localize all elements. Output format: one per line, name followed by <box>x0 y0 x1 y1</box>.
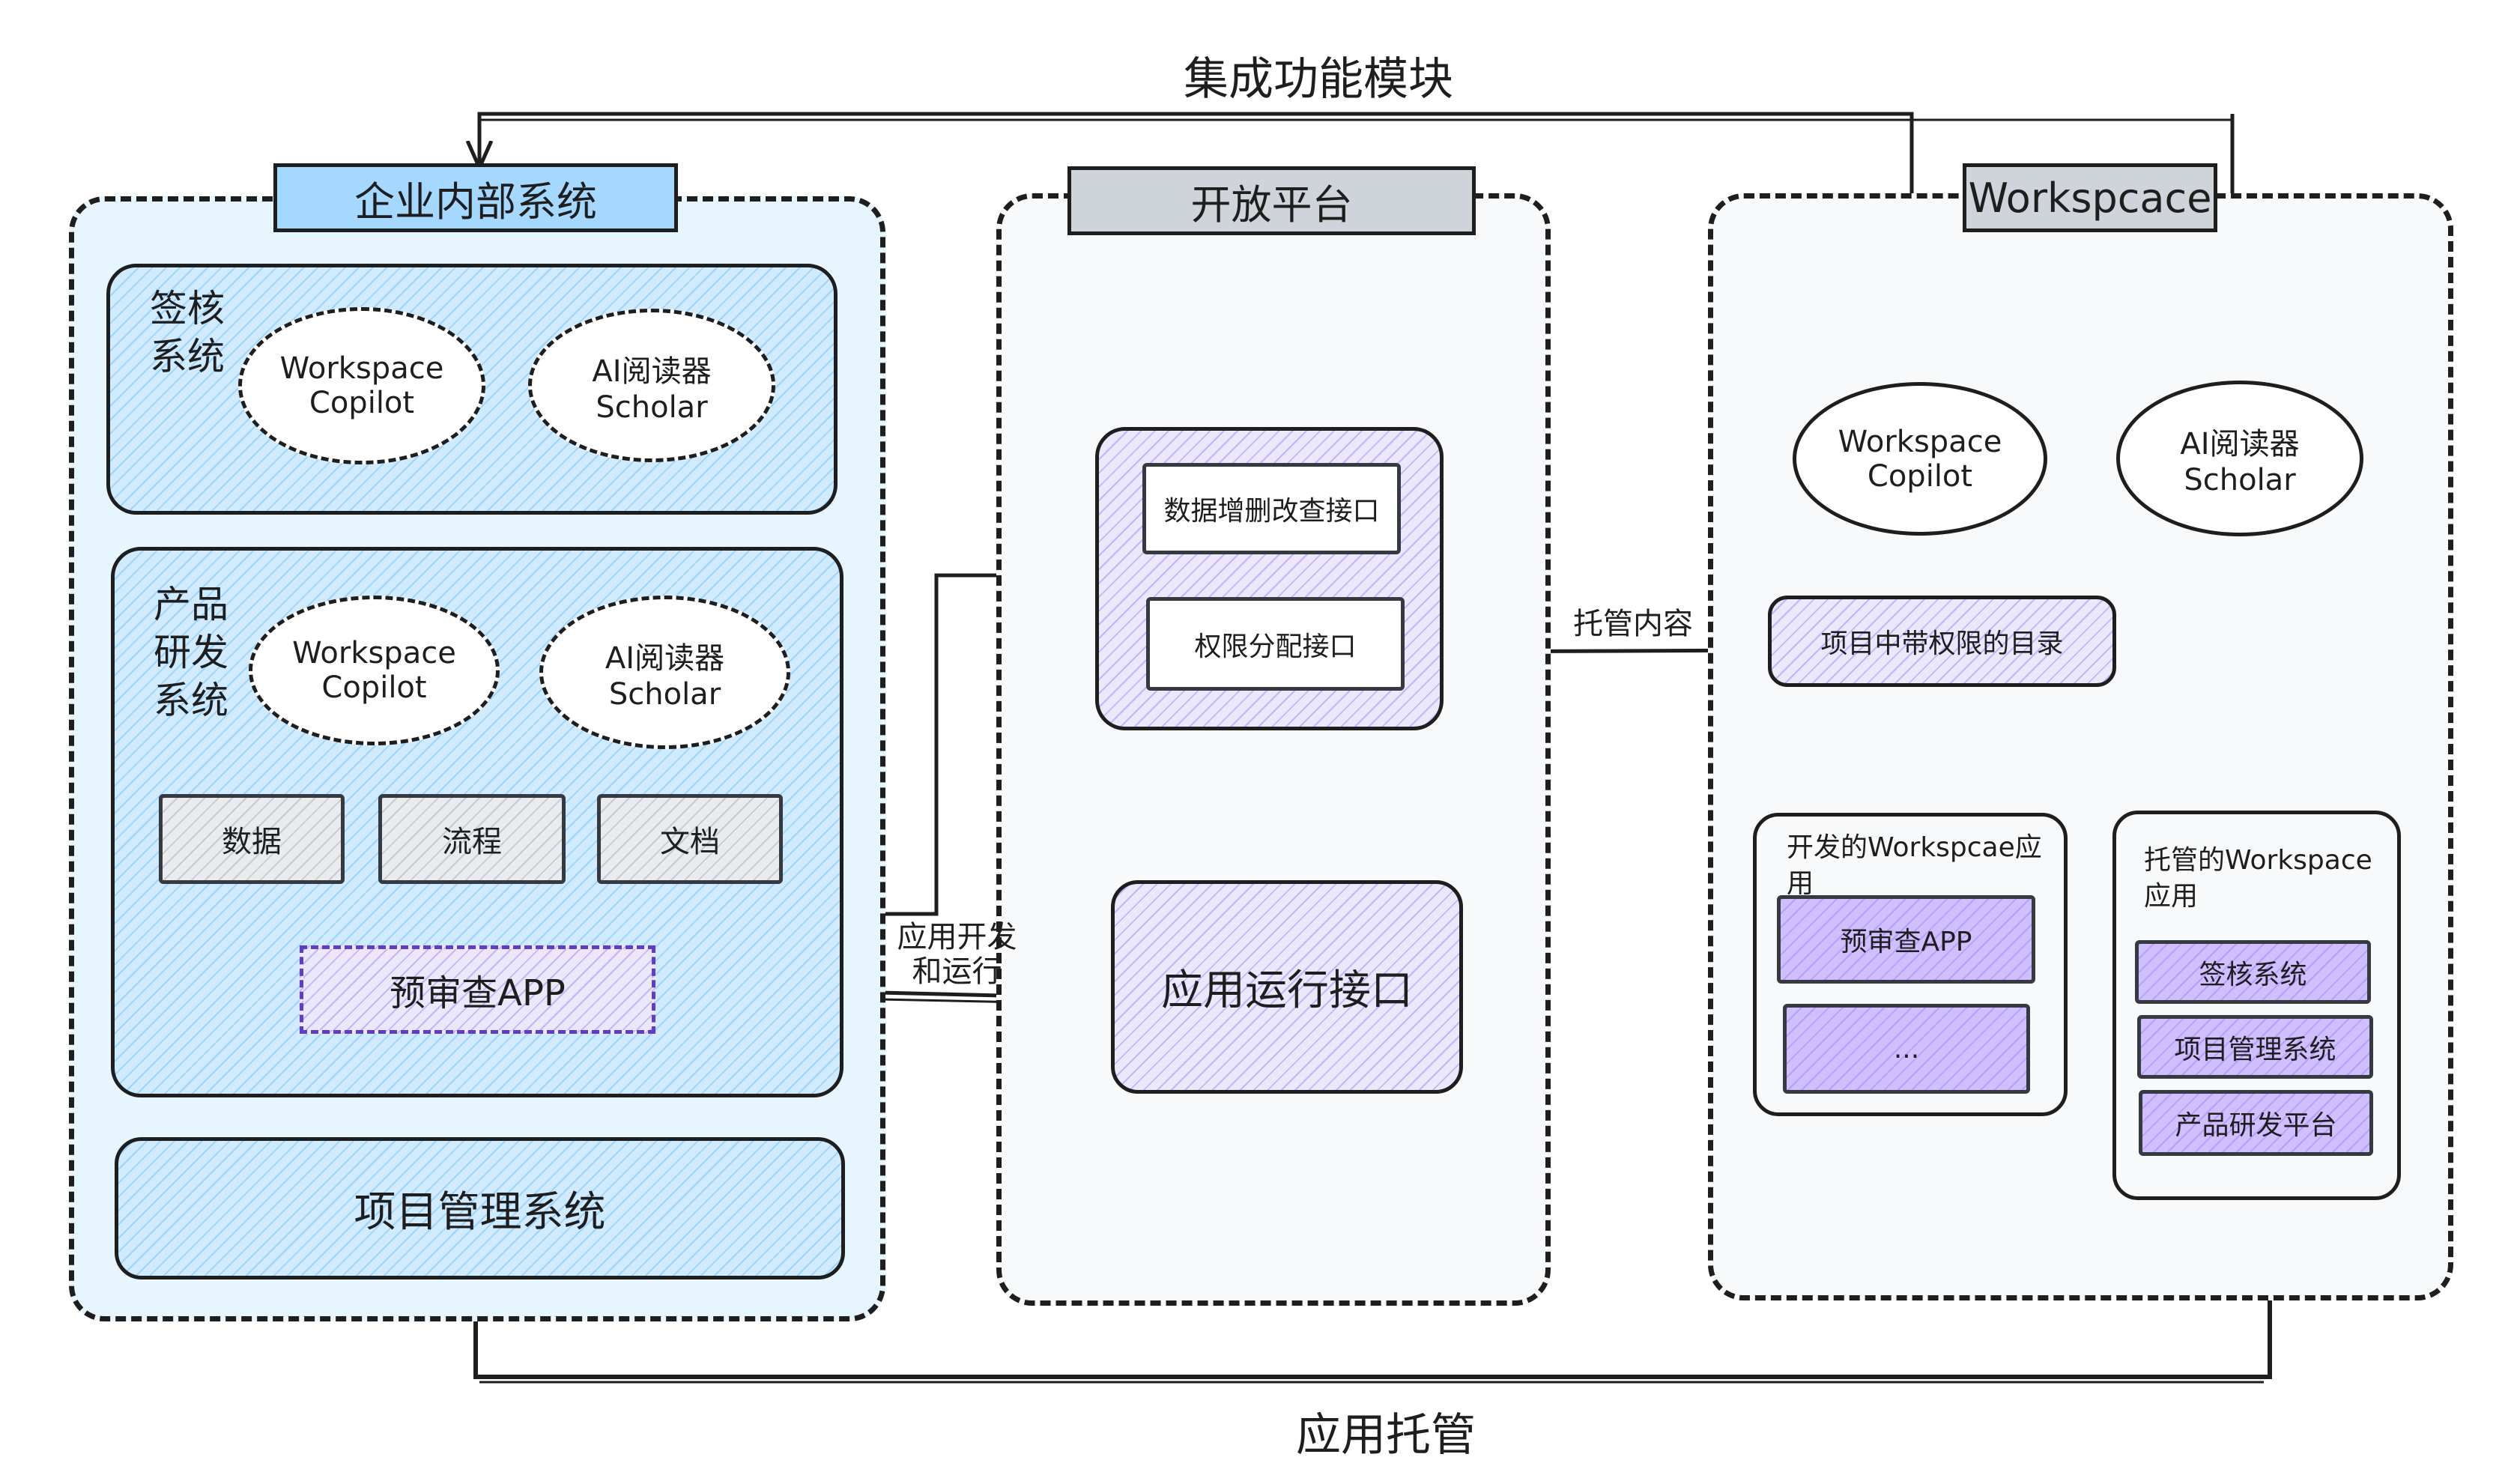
rnd-copilot-ellipse: Workspace Copilot <box>249 596 500 745</box>
ellipse-line2: Scholar <box>2184 463 2296 497</box>
hosted-apps-title: 托管的Workspace 应用 <box>2144 845 2372 912</box>
signing-scholar-ellipse: AI阅读器 Scholar <box>528 309 775 462</box>
ellipse-line1: Workspace <box>292 636 456 670</box>
ellipse-line2: Copilot <box>321 670 427 705</box>
project-management-system: 项目管理系统 <box>115 1137 845 1279</box>
crud-api: 数据增删改查接口 <box>1142 463 1401 554</box>
workspace-title: Workspcace <box>1963 163 2217 232</box>
ellipse-line1: Workspace <box>279 351 444 386</box>
ellipse-line1: AI阅读器 <box>2180 427 2300 461</box>
rnd-system-label: 产品 研发 系统 <box>154 583 228 722</box>
rnd-scholar-ellipse: AI阅读器 Scholar <box>539 596 790 749</box>
process-box: 流程 <box>378 794 566 884</box>
hosted-rnd-platform: 产品研发平台 <box>2139 1090 2373 1156</box>
permission-api: 权限分配接口 <box>1146 597 1405 691</box>
integration-label: 集成功能模块 <box>1109 41 1528 109</box>
pre-review-app: 预审查APP <box>300 945 655 1034</box>
hosted-signing-system: 签核系统 <box>2135 940 2371 1004</box>
ellipse-line2: Scholar <box>608 676 721 712</box>
hosting-content-label: 托管内容 <box>1573 607 1693 641</box>
app-runtime-api: 应用运行接口 <box>1111 880 1463 1094</box>
document-box: 文档 <box>597 794 783 884</box>
dev-app-pre-review: 预审查APP <box>1777 895 2035 984</box>
ellipse-line2: Copilot <box>309 386 415 420</box>
open-platform-zone <box>996 193 1551 1306</box>
ws-copilot-ellipse: Workspace Copilot <box>1793 382 2047 536</box>
hosted-project-management: 项目管理系统 <box>2137 1015 2373 1079</box>
ws-scholar-ellipse: AI阅读器 Scholar <box>2116 381 2363 536</box>
data-box: 数据 <box>159 794 345 884</box>
signing-copilot-ellipse: Workspace Copilot <box>238 307 485 464</box>
ellipse-line1: AI阅读器 <box>592 354 712 389</box>
dev-apps-title: 开发的Workspcae应用 <box>1787 832 2042 899</box>
enterprise-title: 企业内部系统 <box>273 163 678 232</box>
signing-system-label: 签核 系统 <box>150 287 225 378</box>
ellipse-line2: Scholar <box>596 390 708 425</box>
open-platform-title: 开放平台 <box>1067 166 1476 235</box>
dev-run-label: 应用开发 和运行 <box>897 920 1017 989</box>
app-hosting-label: 应用托管 <box>1296 1408 1476 1462</box>
ellipse-line2: Copilot <box>1867 458 1973 494</box>
dev-app-more: ... <box>1783 1004 2030 1094</box>
ellipse-line1: Workspace <box>1838 424 2002 459</box>
ellipse-line1: AI阅读器 <box>605 640 725 676</box>
permission-directory: 项目中带权限的目录 <box>1768 596 2116 687</box>
